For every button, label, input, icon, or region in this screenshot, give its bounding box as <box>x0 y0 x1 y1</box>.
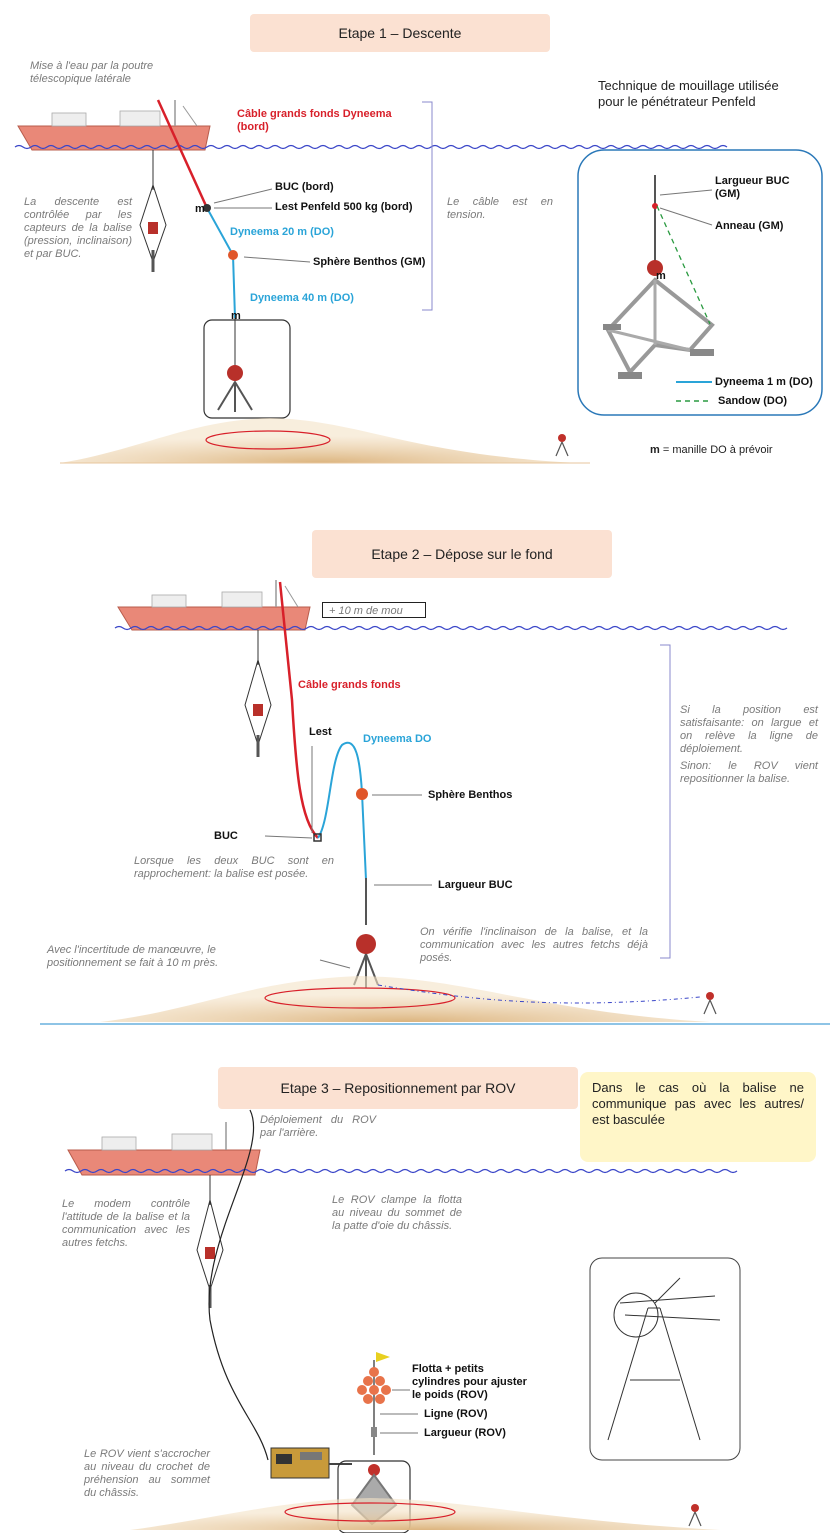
hanging-beacon-2 <box>244 630 272 757</box>
callout-arrows-2 <box>264 746 432 969</box>
callout-arrows-3 <box>380 1389 418 1434</box>
chassis-drawing-frame <box>589 1257 741 1461</box>
uncertainty-note: Avec l'incertitude de manœuvre, le posit… <box>47 944 219 969</box>
footnote-text: = manille DO à prévoir <box>659 444 773 456</box>
inset-frame <box>577 149 823 416</box>
clamp-note: Le ROV clampe la flotta au niveau du som… <box>332 1194 462 1232</box>
acoustic-link <box>377 984 701 1004</box>
legend-dyneema-label: Dyneema 1 m (DO) <box>715 376 813 388</box>
dyneema40-label: Dyneema 40 m (DO) <box>250 292 354 304</box>
dyneema-line-1 <box>206 207 236 319</box>
largueur-label-3: Largueur (ROV) <box>424 1427 506 1439</box>
footnote-m: m <box>650 444 660 456</box>
position-note: Si la position est satisfaisante: on lar… <box>680 704 818 755</box>
hanging-beacon-1 <box>139 150 167 272</box>
support-ship-1 <box>17 100 211 151</box>
beacon-box-1 <box>203 319 291 419</box>
cable-label-1: Câble grands fonds Dyneema (bord) <box>237 108 392 133</box>
inset-anneau-label: Anneau (GM) <box>715 220 784 232</box>
support-ship-2 <box>117 580 311 631</box>
sea-surface-1 <box>14 144 728 150</box>
dyneema-label-2: Dyneema DO <box>363 733 432 745</box>
fetch-beacon-1 <box>555 434 569 457</box>
callout-arrows-1 <box>213 188 311 263</box>
inset-largueur-label: Largueur BUC (GM) <box>715 175 790 200</box>
launch-note: Mise à l'eau par la poutre télescopique … <box>30 60 154 85</box>
tension-bracket <box>422 101 433 311</box>
flotta-assembly <box>357 1352 391 1476</box>
flotta-label: Flotta + petits cylindres pour ajuster l… <box>412 1363 527 1401</box>
dyneema-line-2 <box>317 741 367 881</box>
rov-note-2: Sinon: le ROV vient repositionner la bal… <box>680 760 818 785</box>
descent-note: La descente est contrôlée par les capteu… <box>24 196 132 260</box>
step1-title: Etape 1 – Descente <box>250 14 550 52</box>
buc-label-1: BUC (bord) <box>275 181 334 193</box>
buc-label-2: BUC <box>214 830 238 842</box>
check-note: On vérifie l'inclinaison de la balise, e… <box>420 926 648 964</box>
inset-shackle-m: m <box>656 270 666 282</box>
step2-title: Etape 2 – Dépose sur le fond <box>312 530 612 578</box>
sphere-label-1: Sphère Benthos (GM) <box>313 256 426 268</box>
rov-tether <box>208 1109 269 1461</box>
cable-label-2: Câble grands fonds <box>298 679 401 691</box>
support-ship-3 <box>67 1122 261 1176</box>
sphere-label-2: Sphère Benthos <box>428 789 513 801</box>
target-zone-3 <box>284 1502 456 1522</box>
seabed-2 <box>100 976 710 1022</box>
buc-marker-2 <box>313 833 322 842</box>
sea-surface-3 <box>64 1168 738 1174</box>
approach-note: Lorsque les deux BUC sont en rapprocheme… <box>134 855 334 880</box>
lest-label-1: Lest Penfeld 500 kg (bord) <box>275 201 413 213</box>
hook-note: Le ROV vient s'accrocher au niveau du cr… <box>84 1448 210 1499</box>
step3-title: Etape 3 – Repositionnement par ROV <box>218 1067 578 1109</box>
target-zone-1 <box>205 430 331 450</box>
deep-sea-cable-1 <box>156 99 209 209</box>
technique-title: Technique de mouillage utilisée pour le … <box>598 78 779 109</box>
benthos-sphere-2 <box>356 788 368 800</box>
target-zone-2 <box>264 987 456 1009</box>
rov-vehicle <box>270 1447 352 1479</box>
seabed-1 <box>60 418 580 463</box>
dyneema20-label: Dyneema 20 m (DO) <box>230 226 334 238</box>
legend-sandow-label: Sandow (DO) <box>718 395 788 407</box>
inset-beacon <box>603 175 715 379</box>
seabed-3 <box>130 1498 720 1530</box>
ligne-label: Ligne (ROV) <box>424 1408 488 1420</box>
tension-note: Le câble est en tension. <box>447 196 553 221</box>
sea-surface-2 <box>114 625 788 631</box>
shackle-m-1: m <box>195 203 205 215</box>
chassis-box <box>337 1460 411 1533</box>
lest-label-2: Lest <box>309 726 332 738</box>
shackle-m-2: m <box>231 310 241 322</box>
decision-bracket <box>660 644 671 959</box>
beacon-2 <box>353 878 379 988</box>
fetch-beacon-2 <box>703 992 717 1015</box>
shackle-footnote: m = manille DO à prévoir <box>650 444 773 456</box>
modem-note: Le modem contrôle l'attitude de la balis… <box>62 1198 190 1249</box>
largueur-label-2: Largueur BUC <box>438 879 513 891</box>
fetch-beacon-3 <box>688 1504 702 1527</box>
ballast-marker <box>203 204 211 212</box>
chassis-drawing <box>607 1277 721 1441</box>
inset-arrows <box>659 189 713 226</box>
case-note: Dans le cas où la balise ne communique p… <box>580 1072 816 1162</box>
benthos-sphere-1 <box>228 250 238 260</box>
deploy-note: Déploiement du ROV par l'arrière. <box>260 1114 376 1139</box>
slack-label: + 10 m de mou <box>322 602 426 618</box>
beacon-1 <box>217 318 253 412</box>
